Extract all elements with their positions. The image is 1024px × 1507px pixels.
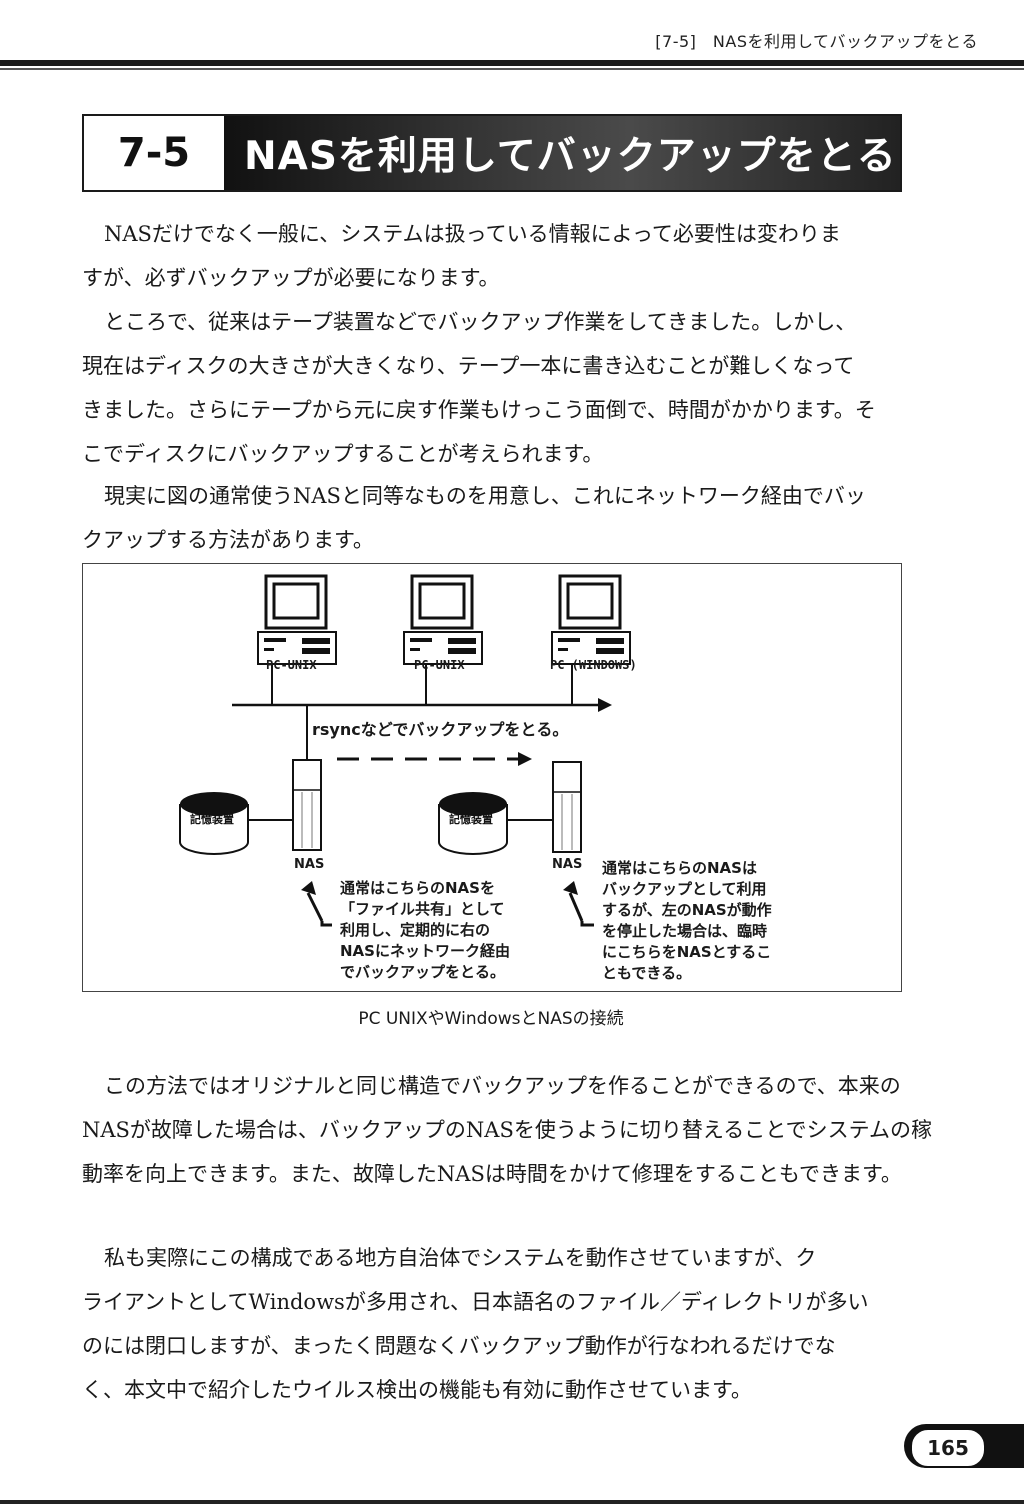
paragraph-4: この方法ではオリジナルと同じ構造でバックアップを作ることができるので、本来の N… <box>82 1064 932 1196</box>
note-line: ともできる。 <box>602 964 692 982</box>
text-line: 現実に図の通常使うNASと同等なものを用意し、これにネットワーク経由でバッ <box>104 484 866 508</box>
text-line: 私も実際にこの構成である地方自治体でシステムを動作させていますが、ク <box>104 1246 817 1270</box>
right-nas-note: 通常はこちらのNASは バックアップとして利用 するが、左のNASが動作 を停止… <box>602 858 772 984</box>
paragraph-2: ところで、従来はテープ装置などでバックアップ作業をしてきました。しかし、 現在は… <box>82 300 912 476</box>
section-number: 7-5 <box>117 130 191 176</box>
pc-label: PC (WINDOWS) <box>550 658 637 672</box>
bottom-rule <box>0 1500 1024 1504</box>
note-line: を停止した場合は、臨時 <box>602 922 768 940</box>
section-title-band <box>224 116 900 190</box>
storage-label: 記憶装置 <box>449 813 493 826</box>
text-line: 動率を向上できます。また、故障したNASは時間をかけて修理をすることもできます。 <box>82 1162 902 1186</box>
note-line: でバックアップをとる。 <box>340 963 506 981</box>
figure-caption: PC UNIXやWindowsとNASの接続 <box>358 1009 624 1029</box>
header-rule <box>0 60 1024 66</box>
text-line: く、本文中で紹介したウイルス検出の機能も有効に動作させています。 <box>82 1378 752 1402</box>
paragraph-1: NASだけでなく一般に、システムは扱っている情報によって必要性は変わりま すが、… <box>82 212 912 300</box>
section-title: NASを利用してバックアップをとる <box>244 134 897 179</box>
nas-server-icon <box>292 759 322 851</box>
text-line: こでディスクにバックアップすることが考えられます。 <box>82 442 604 466</box>
paragraph-3: 現実に図の通常使うNASと同等なものを用意し、これにネットワーク経由でバッ クア… <box>82 474 912 562</box>
text-line: きました。さらにテープから元に戻す作業もけっこう面倒で、時間がかかります。そ <box>82 398 876 422</box>
text-line: 現在はディスクの大きさが大きくなり、テープ一本に書き込むことが難しくなって <box>82 354 855 378</box>
network-diagram <box>179 574 632 927</box>
pc-icon <box>402 574 484 666</box>
text-line: ライアントとしてWindowsが多用され、日本語名のファイル／ディレクトリが多い <box>82 1290 869 1314</box>
storage-label: 記憶装置 <box>190 813 234 826</box>
pc-label: PC-UNIX <box>266 658 317 672</box>
text-line: のには閉口しますが、まったく問題なくバックアップ動作が行なわれるだけでな <box>82 1334 836 1358</box>
figure-frame <box>82 563 902 992</box>
pc-icon <box>256 574 338 666</box>
paragraph-5: 私も実際にこの構成である地方自治体でシステムを動作させていますが、ク ライアント… <box>82 1236 912 1412</box>
note-line: 「ファイル共有」として <box>340 900 505 918</box>
nas-label: NAS <box>552 857 583 872</box>
text-line: クアップする方法があります。 <box>82 528 374 552</box>
nas-server-icon <box>552 761 582 853</box>
text-line: この方法ではオリジナルと同じ構造でバックアップを作ることができるので、本来の <box>104 1074 901 1098</box>
note-line: するが、左のNASが動作 <box>602 901 772 919</box>
pc-label: PC-UNIX <box>414 658 465 672</box>
nas-label: NAS <box>294 857 325 872</box>
rsync-label: rsyncなどでバックアップをとる。 <box>312 720 569 739</box>
pc-icon <box>550 574 632 666</box>
note-line: NASにネットワーク経由 <box>340 942 510 960</box>
text-line: NASだけでなく一般に、システムは扱っている情報によって必要性は変わりま <box>104 222 841 246</box>
note-line: 通常はこちらのNASを <box>340 879 495 897</box>
text-line: ところで、従来はテープ装置などでバックアップ作業をしてきました。しかし、 <box>104 310 857 334</box>
page-number: 165 <box>910 1428 986 1468</box>
note-line: バックアップとして利用 <box>602 880 767 898</box>
note-line: 通常はこちらのNASは <box>602 859 757 877</box>
text-line: NASが故障した場合は、バックアップのNASを使うように切り替えることでシステム… <box>82 1118 932 1142</box>
header-rule-thin <box>0 68 1024 70</box>
running-head: [7-5] NASを利用してバックアップをとる <box>655 32 978 51</box>
text-line: すが、必ずバックアップが必要になります。 <box>82 266 500 290</box>
note-line: にこちらをNASとするこ <box>602 943 772 961</box>
note-line: 利用し、定期的に右の <box>340 921 491 939</box>
left-nas-note: 通常はこちらのNASを 「ファイル共有」として 利用し、定期的に右の NASにネ… <box>340 878 510 983</box>
